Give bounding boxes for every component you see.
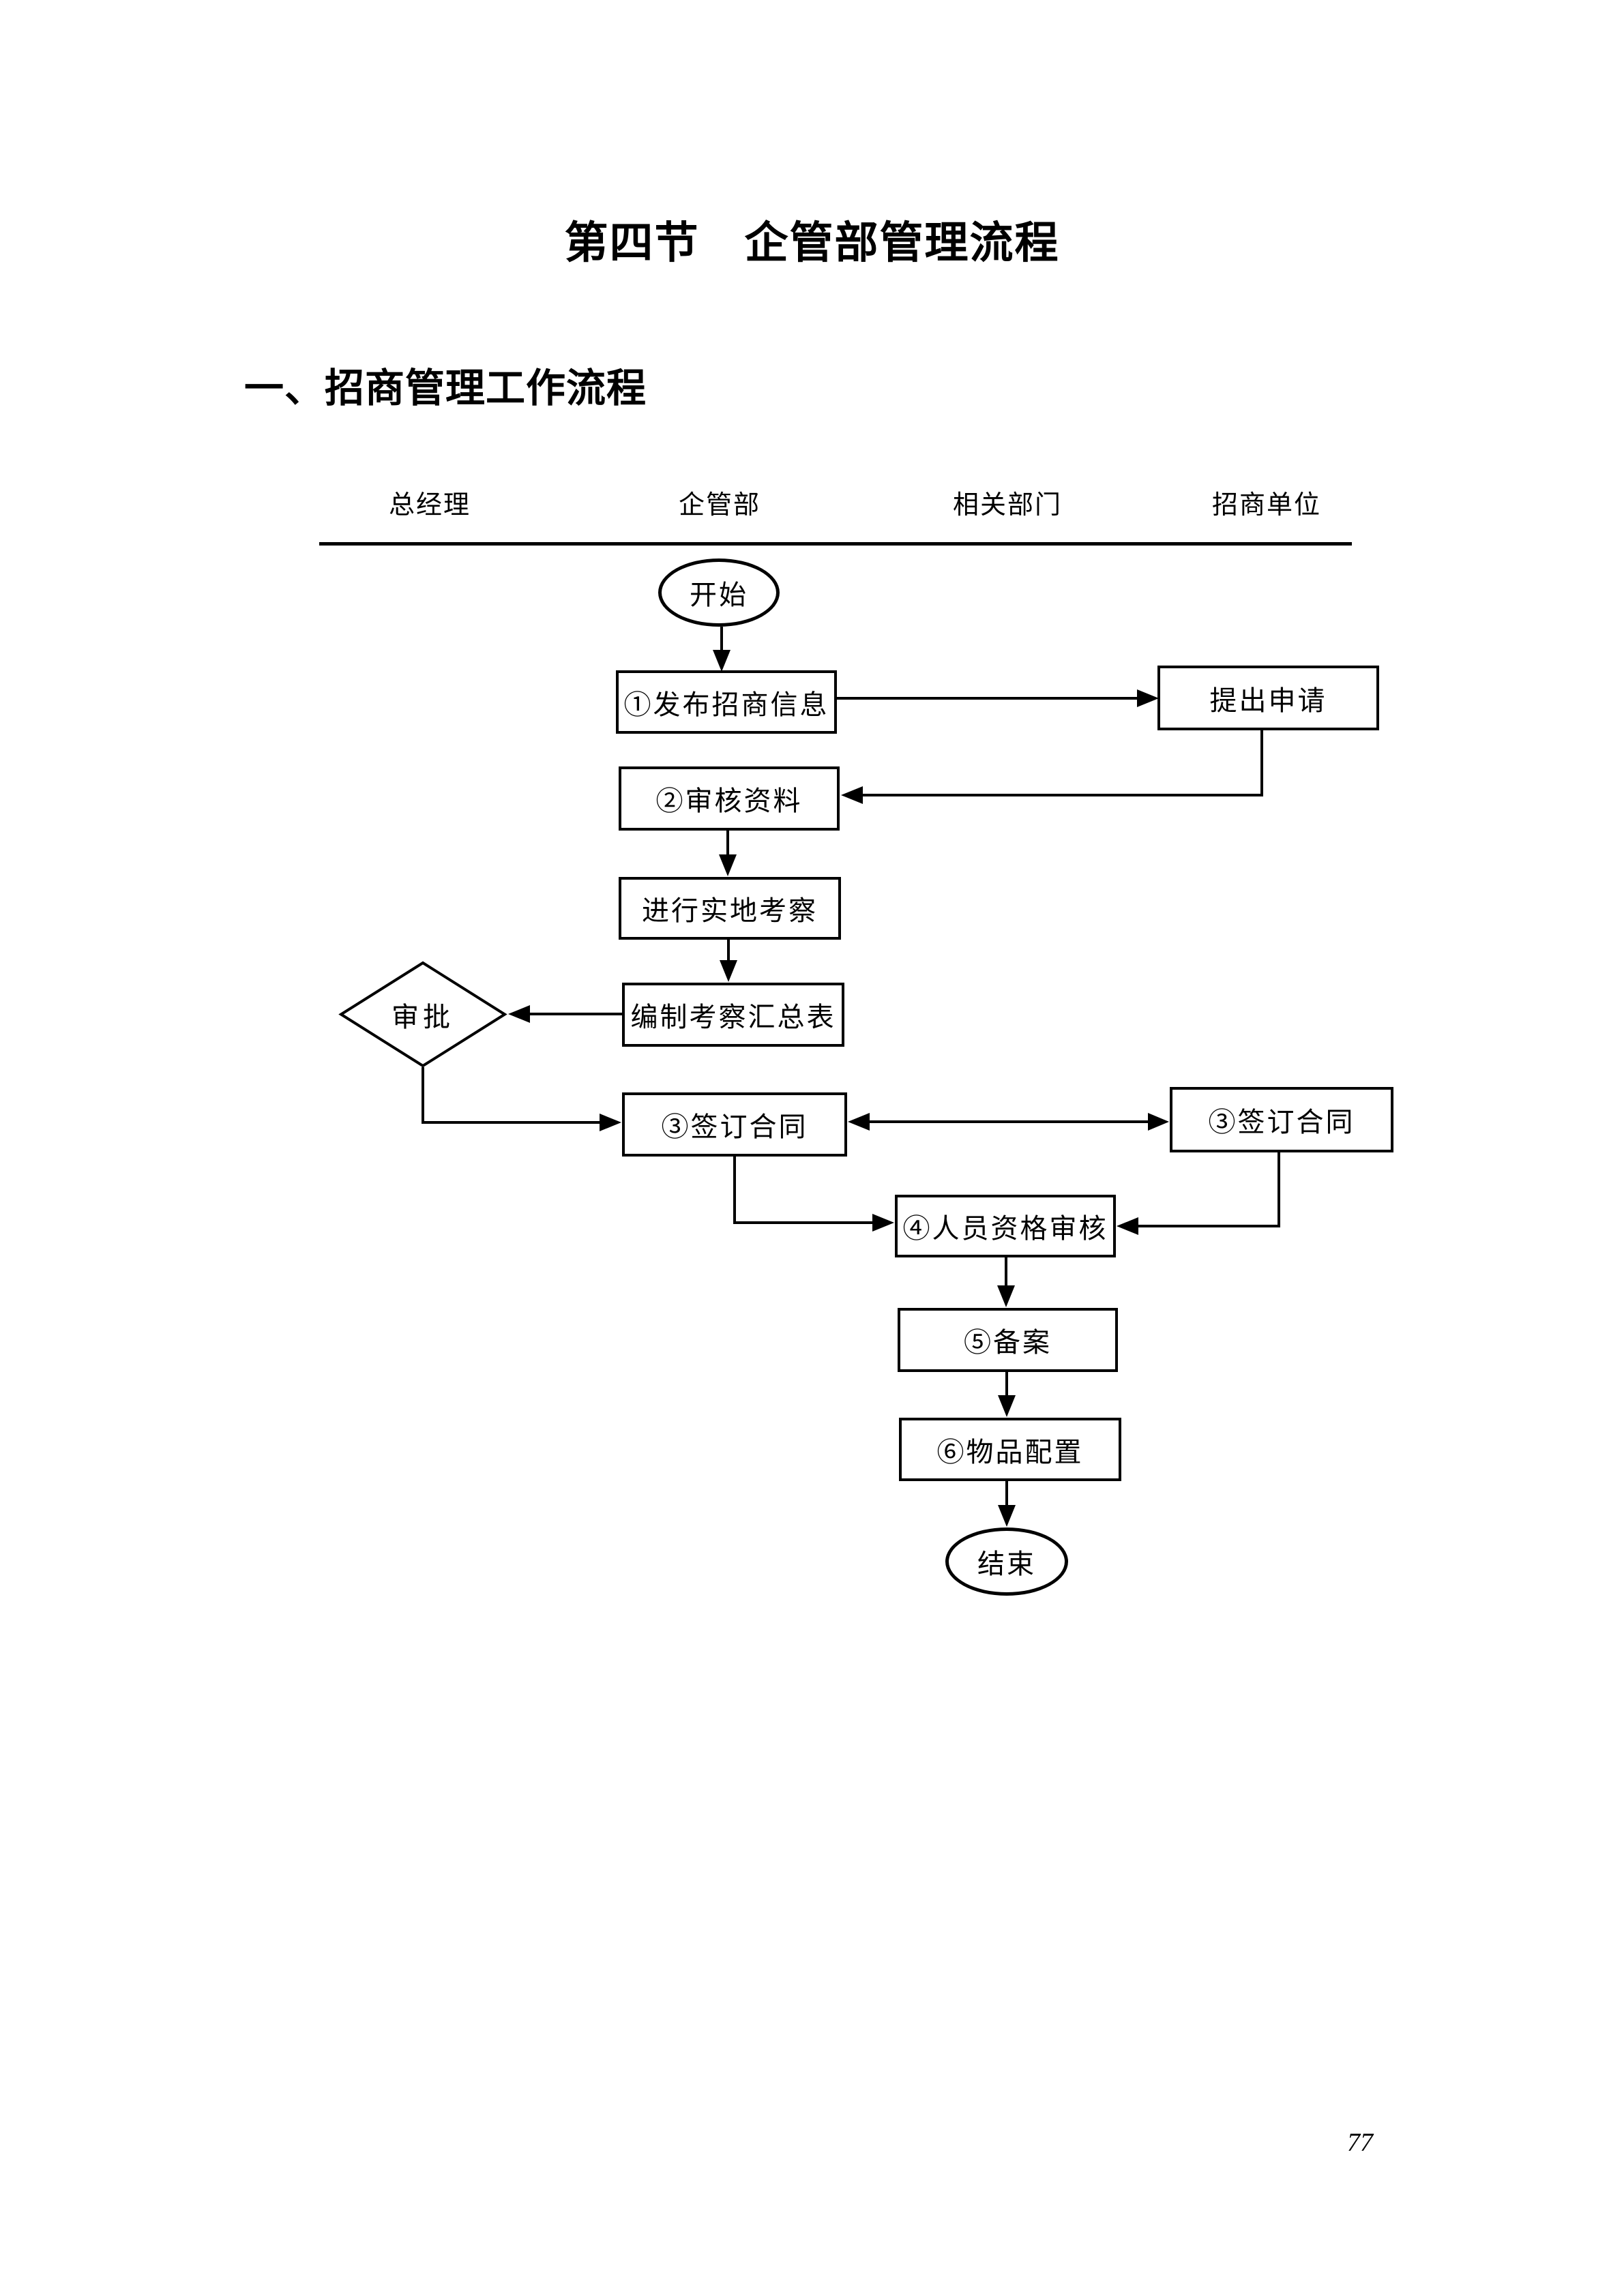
flow-node-sign-contract-dept: ③签订合同 [622, 1092, 847, 1157]
lane-header-enterprise-dept: 企管部 [678, 491, 761, 520]
arrowhead-right-icon [872, 1214, 894, 1232]
arrowhead-left-icon [1117, 1217, 1138, 1235]
flow-node-goods-allocation: ⑥物品配置 [899, 1418, 1121, 1481]
arrowhead-down-icon [998, 1505, 1016, 1527]
flow-node-publish-info: ①发布招商信息 [616, 670, 837, 734]
flow-node-review-materials: ②审核资料 [619, 766, 840, 831]
arrowhead-right-icon [1137, 689, 1159, 707]
flow-node-personnel-review: ④人员资格审核 [895, 1195, 1116, 1257]
connector-approval-to-contract-dept [422, 1067, 602, 1124]
arrowhead-down-icon [997, 1285, 1015, 1307]
page-title: 第四节 企管部管理流程 [564, 219, 1060, 267]
arrowhead-left-icon [508, 1005, 530, 1023]
arrowhead-right-icon [600, 1114, 621, 1131]
flow-node-sign-contract-merchant: ③签订合同 [1170, 1087, 1393, 1152]
flow-node-approval-label: 审批 [392, 1001, 454, 1032]
flow-node-end: 结束 [945, 1527, 1068, 1596]
flow-node-compile-summary: 编制考察汇总表 [622, 983, 844, 1047]
flow-node-approval: 审批 [338, 961, 507, 1068]
page-number: 77 [1347, 2128, 1373, 2157]
arrowhead-down-icon [720, 960, 737, 982]
arrowhead-down-icon [713, 650, 730, 672]
arrowhead-left-icon [841, 786, 863, 804]
flow-node-start: 开始 [658, 558, 780, 627]
flow-node-site-inspection: 进行实地考察 [619, 877, 841, 940]
lane-header-merchant-unit: 招商单位 [1211, 491, 1321, 520]
arrowhead-right-icon [1148, 1113, 1169, 1131]
connector-contract-merchant-to-step4 [1136, 1152, 1280, 1227]
diamond-shape-icon [338, 961, 507, 1068]
arrowhead-down-icon [719, 854, 737, 876]
lane-header-general-manager: 总经理 [388, 491, 471, 520]
connector-contract-dept-to-step4 [733, 1157, 874, 1224]
arrowhead-down-icon [998, 1395, 1016, 1417]
arrowhead-left-icon [848, 1113, 870, 1131]
flow-node-filing: ⑤备案 [898, 1308, 1118, 1372]
lane-divider-line [319, 542, 1352, 546]
connector-application-to-step2 [861, 730, 1263, 796]
lane-header-related-dept: 相关部门 [952, 491, 1062, 520]
section-heading: 一、招商管理工作流程 [244, 366, 647, 411]
flow-node-submit-application: 提出申请 [1157, 666, 1379, 730]
